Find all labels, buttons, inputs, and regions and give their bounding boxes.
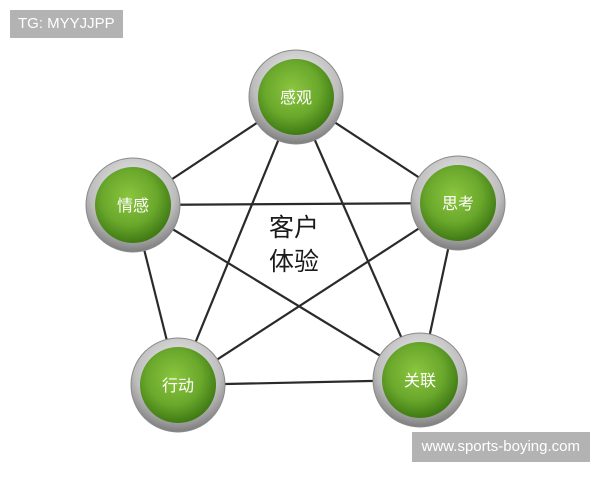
edge-perception-association — [294, 96, 422, 381]
node-thinking: 思考 — [410, 155, 506, 251]
node-label-emotion: 情感 — [117, 196, 149, 215]
node-label-association: 关联 — [404, 371, 436, 390]
center-label-line1: 客户 — [269, 213, 319, 242]
site-watermark: www.sports-boying.com — [411, 432, 590, 462]
star-edges — [132, 96, 459, 386]
node-label-perception: 感观 — [280, 88, 312, 107]
edge-thinking-emotion — [132, 201, 459, 207]
edge-perception-action — [176, 96, 298, 386]
tg-tag: TG: MYYJJPP — [10, 10, 123, 38]
node-label-thinking: 思考 — [442, 194, 474, 213]
node-label-action: 行动 — [162, 376, 194, 395]
edge-emotion-association — [132, 204, 421, 381]
node-emotion: 情感 — [85, 157, 181, 253]
node-perception: 感观 — [248, 49, 344, 145]
node-association: 关联 — [372, 332, 468, 428]
node-action: 行动 — [130, 337, 226, 433]
center-label-line2: 体验 — [269, 247, 319, 276]
edge-thinking-action — [177, 202, 459, 386]
